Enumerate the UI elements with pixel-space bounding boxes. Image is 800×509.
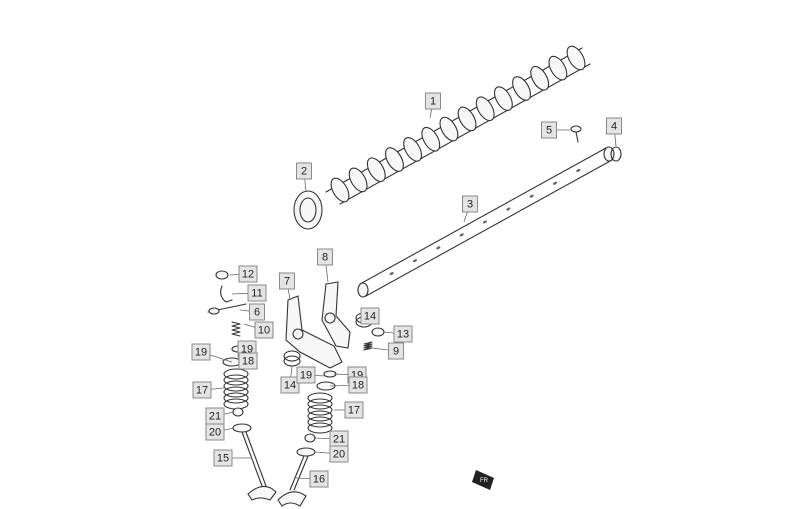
callout-label: 19 xyxy=(195,347,207,359)
callout-label: 15 xyxy=(217,453,229,465)
callout-label: 1 xyxy=(430,96,436,108)
rocker-arm-shaft xyxy=(357,146,615,298)
callout-c12: 12 xyxy=(238,265,258,283)
callout-label: 5 xyxy=(546,125,552,137)
callout-label: 13 xyxy=(397,329,409,341)
callout-c18b: 18 xyxy=(348,376,368,394)
callout-label: 21 xyxy=(209,411,221,423)
callout-label: 3 xyxy=(467,199,473,211)
lash-spring-left xyxy=(231,321,241,337)
adjuster-screw xyxy=(207,303,247,315)
callout-label: 20 xyxy=(333,449,345,461)
callout-label: 17 xyxy=(348,405,360,417)
o-ring xyxy=(610,146,622,162)
callout-label: 18 xyxy=(352,380,364,392)
callout-c19a: 19 xyxy=(191,343,211,361)
callout-c4: 4 xyxy=(606,117,622,135)
callout-label: 19 xyxy=(300,370,312,382)
lash-spring-right xyxy=(363,341,373,351)
rocker-arm-intake xyxy=(285,295,343,369)
callout-label: 18 xyxy=(242,356,254,368)
callout-c21b: 21 xyxy=(329,430,349,448)
callout-label: 2 xyxy=(301,166,307,178)
callout-c17a: 17 xyxy=(192,381,212,399)
callout-c18a: 18 xyxy=(238,352,258,370)
callout-c13: 13 xyxy=(393,325,413,343)
callout-label: 11 xyxy=(251,288,262,300)
callout-c2: 2 xyxy=(296,162,312,180)
callout-c8: 8 xyxy=(317,248,333,266)
callout-label: 20 xyxy=(209,427,221,439)
callout-c1: 1 xyxy=(425,92,441,110)
callout-c21a: 21 xyxy=(205,407,225,425)
callout-c15: 15 xyxy=(213,449,233,467)
callout-c11: 11 xyxy=(247,284,267,302)
callout-c20a: 20 xyxy=(205,423,225,441)
callout-label: 16 xyxy=(313,474,325,486)
callout-c3: 3 xyxy=(462,195,478,213)
rocker-spring-14b xyxy=(283,350,301,367)
callout-c20b: 20 xyxy=(329,445,349,463)
callout-c19c: 19 xyxy=(296,366,316,384)
callout-c6: 6 xyxy=(249,303,265,321)
callout-label: 21 xyxy=(333,434,345,446)
callout-c9: 9 xyxy=(388,342,404,360)
valve-assembly-right xyxy=(277,370,337,507)
callout-c7: 7 xyxy=(279,272,295,290)
logo-text: FR xyxy=(480,478,489,484)
valve-assembly-left xyxy=(222,345,277,501)
washer-13 xyxy=(371,327,385,337)
retainer-clip xyxy=(220,285,233,303)
bolt xyxy=(570,125,582,143)
callout-label: 14 xyxy=(364,311,376,323)
callout-c14a: 14 xyxy=(360,307,380,325)
callout-label: 12 xyxy=(242,269,254,281)
callout-label: 9 xyxy=(393,346,399,358)
callout-c10: 10 xyxy=(254,321,274,339)
front-arrow-logo: FR xyxy=(472,470,494,490)
callout-c5: 5 xyxy=(541,121,557,139)
callout-c16: 16 xyxy=(309,470,329,488)
camshaft xyxy=(325,45,591,205)
rocker-arm-exhaust xyxy=(321,281,351,349)
oil-seal xyxy=(293,190,323,230)
adjuster-nut xyxy=(215,270,229,280)
callout-c17b: 17 xyxy=(344,401,364,419)
callout-label: 7 xyxy=(284,276,290,288)
callout-label: 14 xyxy=(284,380,296,392)
callout-label: 10 xyxy=(258,325,270,337)
callout-label: 4 xyxy=(611,121,617,133)
callout-label: 8 xyxy=(322,252,328,264)
callout-label: 6 xyxy=(254,307,260,319)
callout-c14b: 14 xyxy=(280,376,300,394)
callout-label: 17 xyxy=(196,385,208,397)
